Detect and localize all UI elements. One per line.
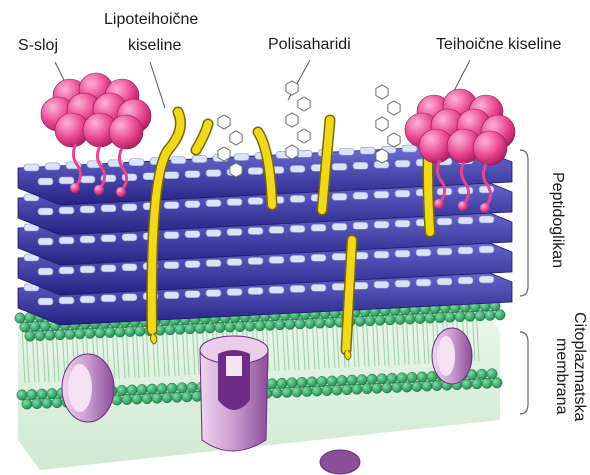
polysaccharides-label: Polisaharidi	[268, 35, 351, 55]
lipoteichoic-acids-label-line1: Lipoteihoične	[104, 10, 198, 30]
teichoic-acids-label: Teihoične kiseline	[436, 35, 561, 55]
right-brackets	[520, 150, 528, 414]
peptidoglycan-label: Peptidoglikan	[548, 172, 566, 268]
membrane-protein-right	[432, 328, 472, 384]
membrane-label-line1: Citoplazmatska	[570, 312, 588, 421]
polysaccharide-chain	[286, 81, 310, 159]
membrane-channel-center	[200, 336, 268, 451]
lipoteichoic-acids-label-line2: kiseline	[128, 36, 181, 56]
membrane-protein-bottom	[320, 450, 360, 474]
membrane-label-line2: membrana	[552, 338, 570, 414]
s-layer-label: S-sloj	[18, 36, 58, 56]
membrane-protein-left	[62, 354, 114, 422]
